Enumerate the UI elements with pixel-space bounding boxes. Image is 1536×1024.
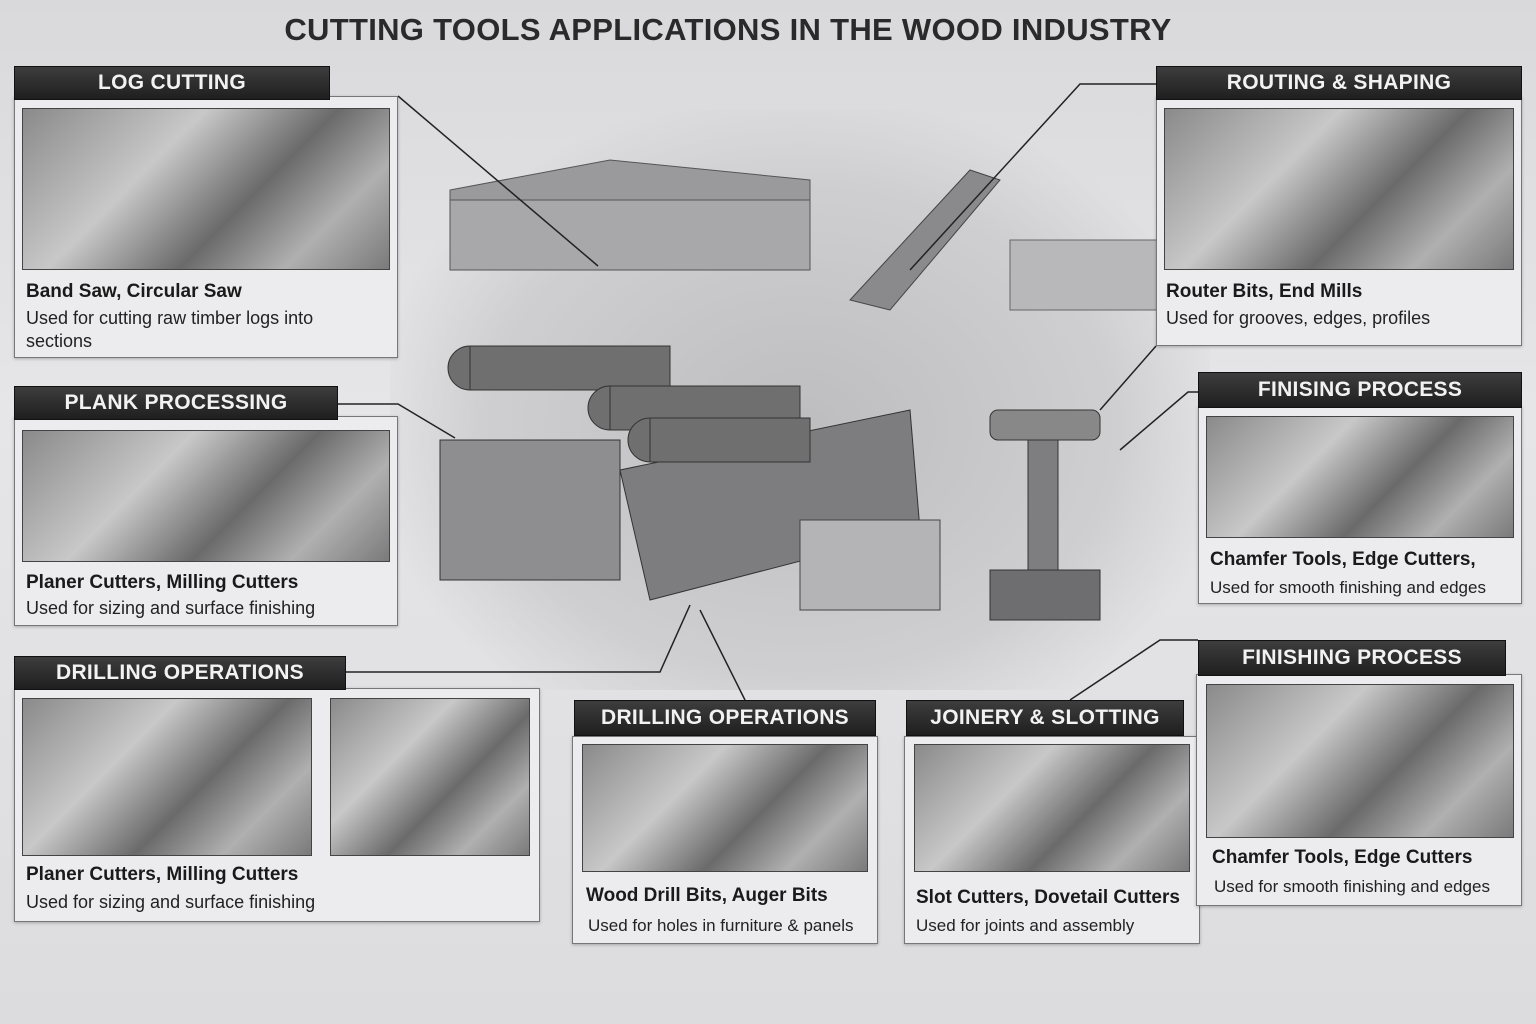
panel-tools: Chamfer Tools, Edge Cutters bbox=[1212, 847, 1473, 868]
panel-header: DRILLING OPERATIONS bbox=[14, 656, 346, 690]
panel-header: DRILLING OPERATIONS bbox=[574, 700, 876, 736]
panel-header: FINISING PROCESS bbox=[1198, 372, 1522, 408]
panel-description: Used for smooth finishing and edges bbox=[1214, 877, 1490, 896]
panel-tools: Chamfer Tools, Edge Cutters, bbox=[1210, 549, 1476, 570]
panel-header: PLANK PROCESSING bbox=[14, 386, 338, 420]
panel-header: ROUTING & SHAPING bbox=[1156, 66, 1522, 100]
panel-tools: Band Saw, Circular Saw bbox=[26, 281, 242, 302]
panel-description: Used for grooves, edges, profiles bbox=[1166, 308, 1431, 328]
drilling-image bbox=[22, 698, 312, 856]
finishing-image bbox=[1206, 684, 1514, 838]
panel-description: Used for holes in furniture & panels bbox=[588, 916, 854, 935]
plank-processing-image bbox=[22, 430, 390, 562]
routing-image bbox=[1164, 108, 1514, 270]
panel-tools: Wood Drill Bits, Auger Bits bbox=[586, 885, 828, 906]
panel-description: Used for sizing and surface finishing bbox=[26, 598, 316, 618]
panel-description: Used for sizing and surface finishing bbox=[26, 892, 316, 912]
log-cutting-image bbox=[22, 108, 390, 270]
page-title: CUTTING TOOLS APPLICATIONS IN THE WOOD I… bbox=[284, 12, 1172, 47]
sawmill-drawing bbox=[439, 159, 1191, 621]
drill-bits-image bbox=[582, 744, 868, 872]
panel-header: LOG CUTTING bbox=[14, 66, 330, 100]
panel-tools: Router Bits, End Mills bbox=[1166, 281, 1363, 302]
sawmill-scene-illustration bbox=[390, 110, 1210, 690]
panel-tools: Planer Cutters, Milling Cutters bbox=[26, 572, 299, 593]
panel-description: Used for joints and assembly bbox=[916, 916, 1135, 935]
drill-bits-image bbox=[330, 698, 530, 856]
panel-description: Used for cutting raw timber logs into se… bbox=[26, 308, 314, 351]
joinery-image bbox=[914, 744, 1190, 872]
panel-header: JOINERY & SLOTTING bbox=[906, 700, 1184, 736]
panel-tools: Planer Cutters, Milling Cutters bbox=[26, 864, 299, 885]
panel-tools: Slot Cutters, Dovetail Cutters bbox=[916, 887, 1180, 908]
panel-description: Used for smooth finishing and edges bbox=[1210, 578, 1486, 597]
finishing-image bbox=[1206, 416, 1514, 538]
panel-header: FINISHING PROCESS bbox=[1198, 640, 1506, 676]
